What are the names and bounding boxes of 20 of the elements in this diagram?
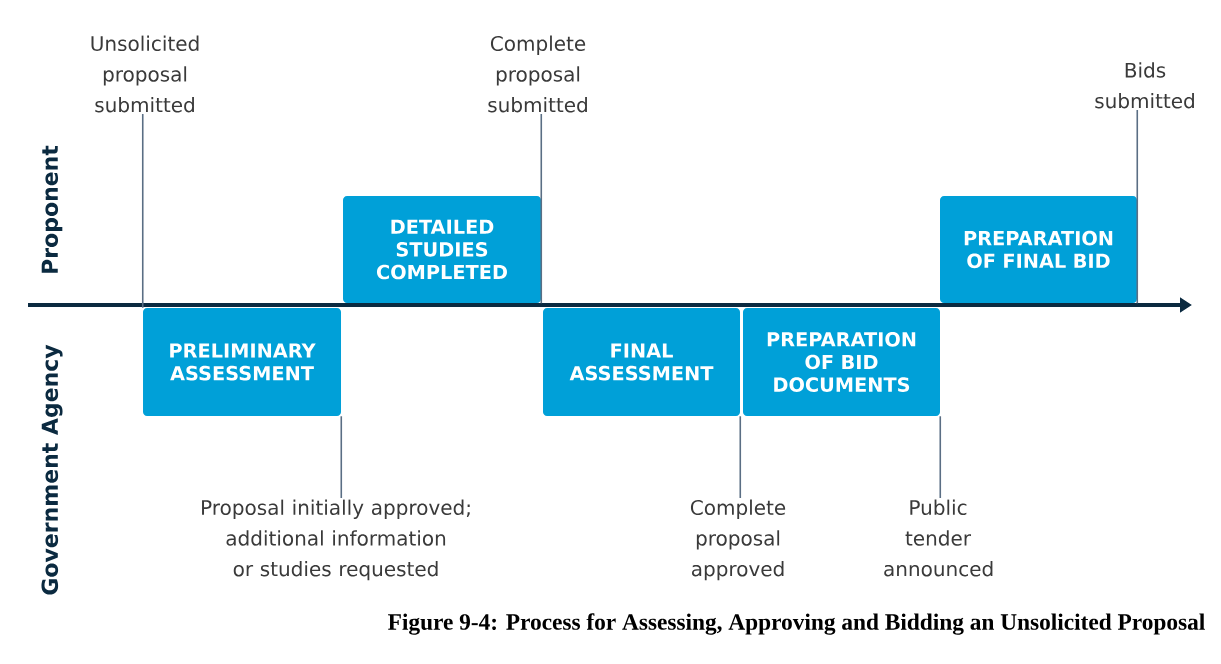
milestone-text: Complete proposal approved	[690, 499, 786, 581]
leader-line	[340, 415, 343, 499]
lane-label: Government Agency	[41, 344, 63, 595]
leader-line	[141, 113, 144, 309]
leader-line	[739, 415, 742, 499]
leader-line	[540, 113, 543, 305]
milestone-text: Complete proposal submitted	[488, 35, 587, 113]
milestone-text: Bids submitted	[1095, 62, 1194, 109]
process-box: FINAL ASSESSMENT	[543, 308, 740, 416]
milestone-text: Proposal initially approved; additional information or studies requested	[202, 499, 470, 581]
figure-caption: Figure 9-4: Process for Assessing, Approving and Bidding an Unsolicited Proposal	[388, 613, 1205, 635]
process-box: PRELIMINARY ASSESSMENT	[143, 308, 341, 416]
process-box: PREPARATION OF BID DOCUMENTS	[743, 308, 940, 416]
milestone-text: Unsolicited proposal submitted	[91, 35, 199, 113]
milestone-text: Public tender announced	[884, 499, 993, 577]
leader-line	[1136, 109, 1139, 305]
leader-line	[939, 415, 942, 499]
lane-label: Proponent	[41, 145, 63, 273]
process-box: DETAILED STUDIES COMPLETED	[343, 196, 541, 303]
process-box: PREPARATION OF FINAL BID	[940, 196, 1137, 303]
